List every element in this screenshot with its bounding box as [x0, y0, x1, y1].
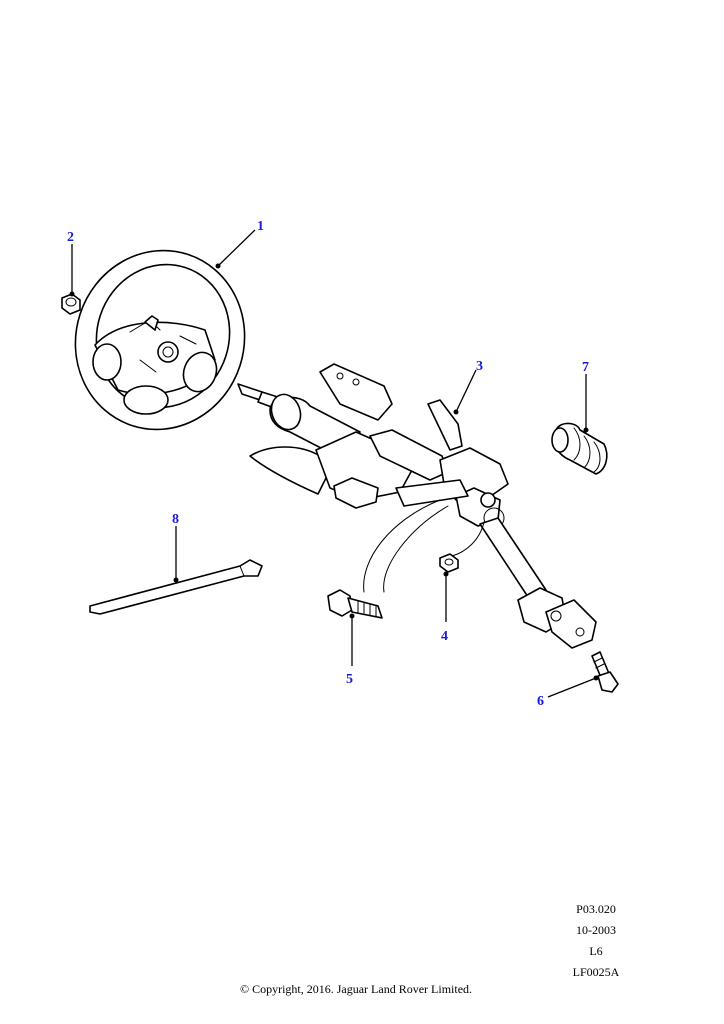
callout-1[interactable]: 1 [257, 219, 264, 234]
callout-7[interactable]: 7 [582, 360, 589, 375]
callout-6[interactable]: 6 [537, 694, 544, 709]
callout-8[interactable]: 8 [172, 512, 179, 527]
callout-5[interactable]: 5 [346, 672, 353, 687]
column-bolt[interactable] [327, 589, 383, 619]
diagram-drawing-number: LF0025A [572, 965, 620, 979]
steering-wheel[interactable] [52, 228, 267, 451]
diagram-reference: P03.020 [576, 902, 616, 916]
column-gaiter[interactable] [551, 422, 608, 475]
leader-lines [69, 229, 599, 698]
shaft-bolt[interactable] [591, 651, 619, 693]
copyright-notice: © Copyright, 2016. Jaguar Land Rover Lim… [239, 982, 473, 996]
diagram-model: L6 [589, 944, 603, 958]
callout-4[interactable]: 4 [441, 629, 448, 644]
steering-wheel-nut[interactable] [61, 293, 81, 315]
diagram-date: 10-2003 [576, 923, 616, 937]
callout-2[interactable]: 2 [67, 230, 74, 245]
cable-tie[interactable] [89, 559, 263, 615]
callout-3[interactable]: 3 [476, 359, 483, 374]
steering-column[interactable] [237, 363, 597, 649]
column-nut[interactable] [439, 553, 459, 573]
